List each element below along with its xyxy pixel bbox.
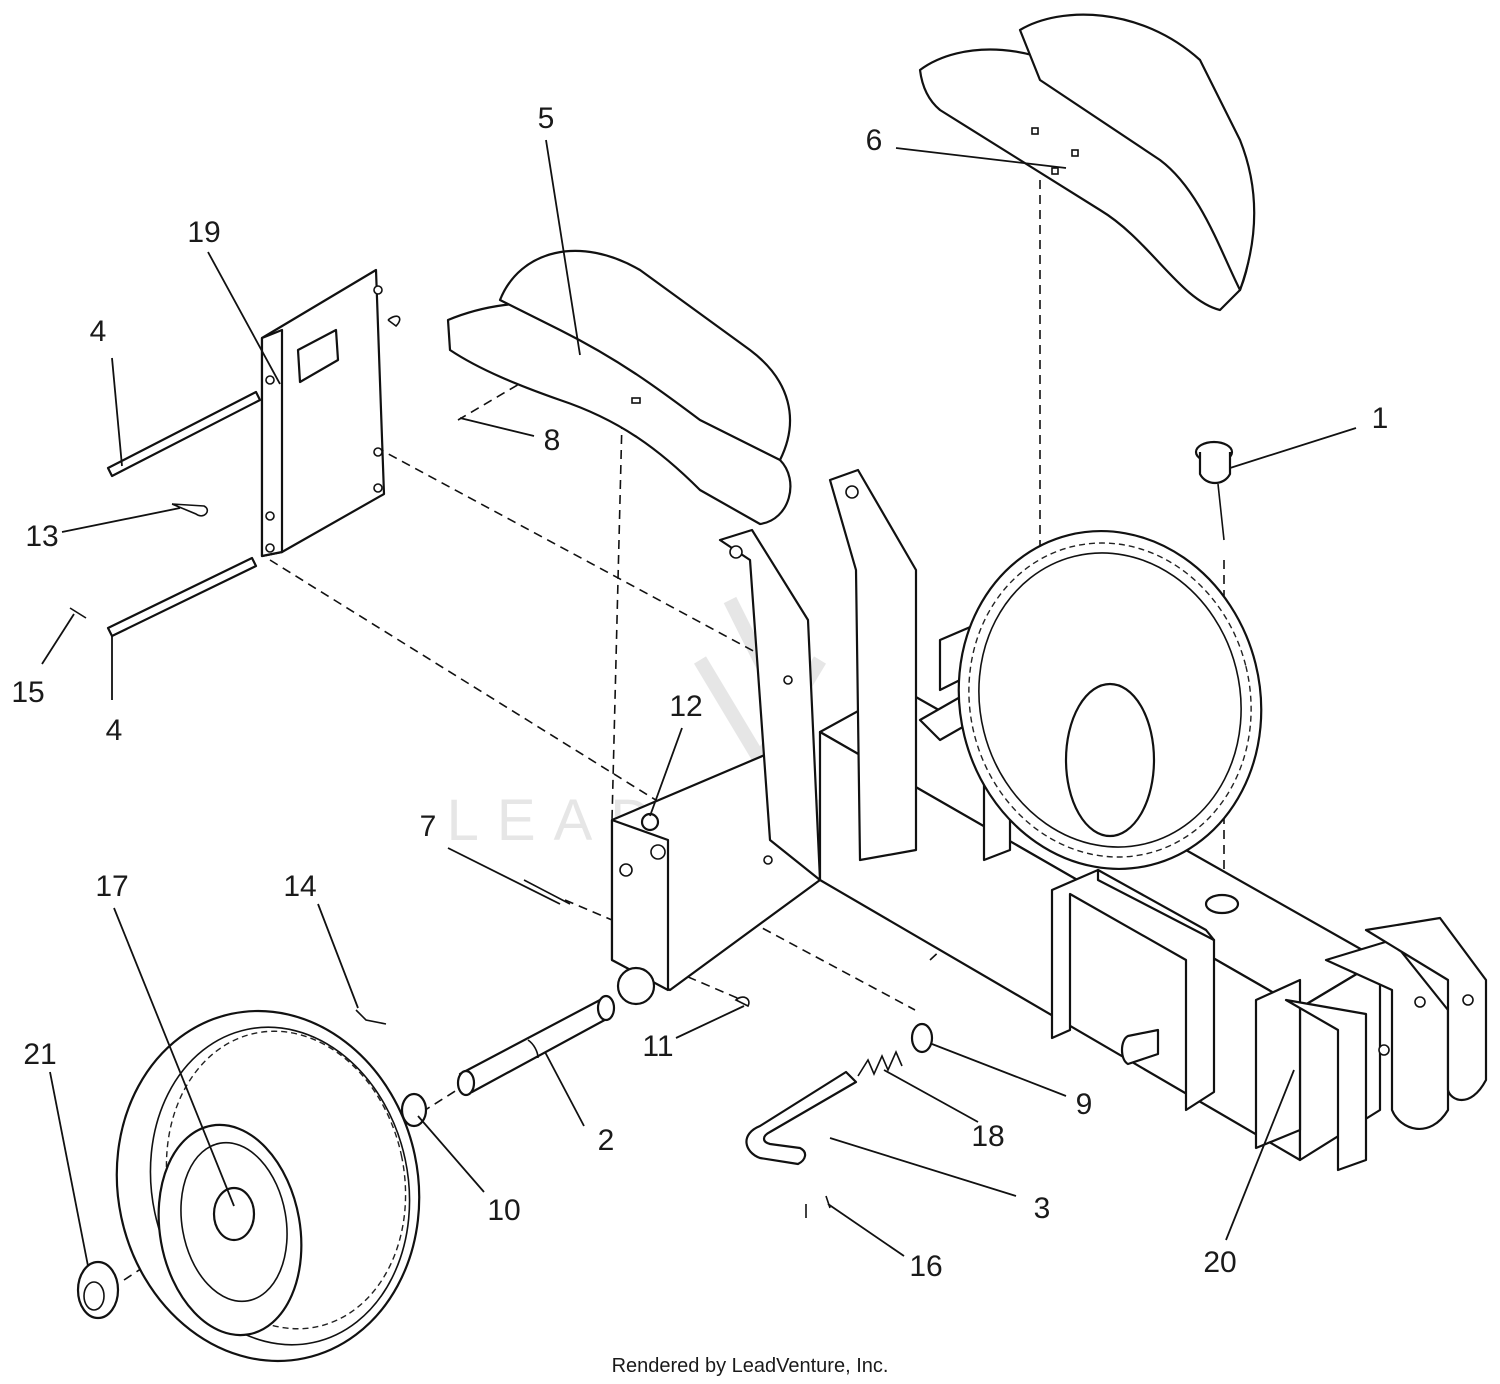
fender-right — [918, 13, 1256, 312]
callout-20: 20 — [1203, 1246, 1236, 1279]
credit-text: Rendered by LeadVenture, Inc. — [612, 1355, 889, 1377]
callout-6: 6 — [866, 124, 883, 157]
callout-15: 15 — [11, 676, 44, 709]
pin-rods — [106, 390, 262, 638]
callout-16: 16 — [909, 1250, 942, 1283]
handle-3 — [745, 1070, 858, 1166]
bracket-plate — [260, 268, 401, 558]
callout-11: 11 — [642, 1030, 673, 1063]
callout-21: 21 — [23, 1038, 56, 1071]
nut-12 — [640, 812, 660, 832]
callout-3: 3 — [1034, 1192, 1051, 1225]
callout-8: 8 — [544, 424, 561, 457]
callout-7: 7 — [420, 810, 437, 843]
rear-plate-assembly — [1050, 868, 1488, 1172]
spring-18 — [857, 1050, 903, 1077]
hitch-pin-clip — [171, 503, 209, 517]
callout-14: 14 — [283, 870, 316, 903]
cotter-pin — [69, 607, 87, 619]
clip-14 — [355, 1009, 387, 1025]
cotter-11 — [734, 996, 750, 1008]
axle-pin — [456, 994, 616, 1097]
callout-1: 1 — [1372, 402, 1389, 435]
callout-9: 9 — [1076, 1088, 1093, 1121]
callout-10: 10 — [487, 1194, 520, 1227]
callout-19: 19 — [187, 216, 220, 249]
callout-4-top: 4 — [90, 315, 107, 348]
callout-13: 13 — [25, 520, 58, 553]
callout-17: 17 — [95, 870, 128, 903]
callout-18: 18 — [971, 1120, 1004, 1153]
pin-7 — [523, 879, 571, 905]
dipstick-cap — [1194, 440, 1234, 541]
callout-labels: 1 2 3 4 4 5 6 7 8 9 10 11 12 13 14 15 16… — [11, 102, 1388, 1283]
fender-left — [446, 249, 792, 526]
leader-lines — [41, 139, 1357, 1267]
washer-9 — [910, 1022, 934, 1054]
callout-12: 12 — [669, 690, 702, 723]
hub-cap-21 — [76, 1260, 120, 1320]
wheel-left — [115, 1009, 421, 1363]
clips-16 — [805, 1195, 831, 1218]
callout-5: 5 — [538, 102, 555, 135]
callout-4-bottom: 4 — [106, 714, 123, 747]
callout-2: 2 — [598, 1124, 615, 1157]
wheel-right — [957, 530, 1263, 870]
